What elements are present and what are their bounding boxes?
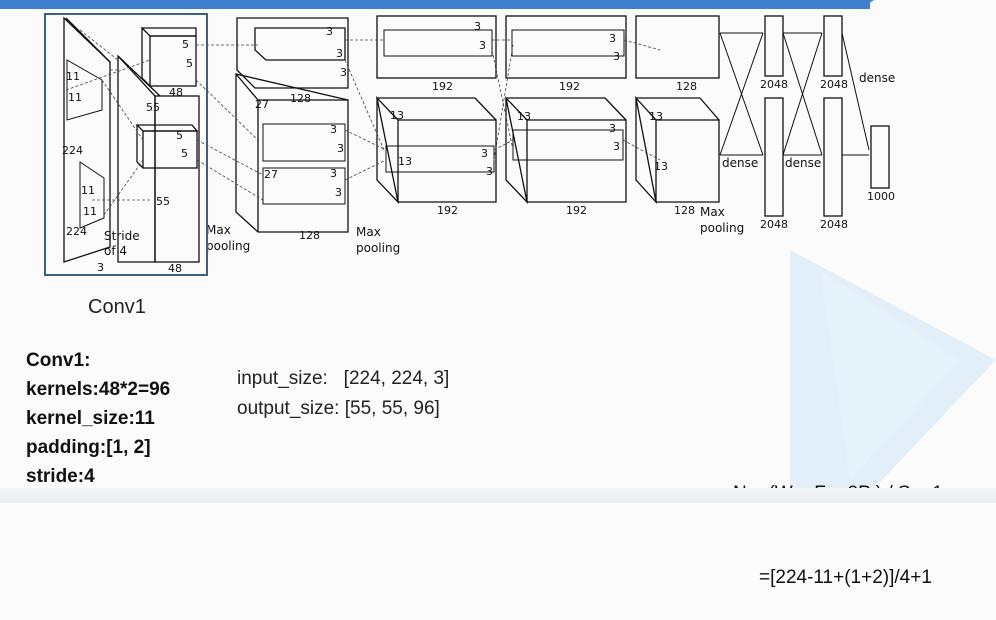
input-kernel-11-top: 11	[66, 70, 80, 83]
formula-line-2: =[224-11+(1+2)]/4+1	[759, 567, 932, 588]
output-size-formula: N = (W − F + 2P ) / S + 1 =[224-11+(1+2)…	[733, 424, 943, 620]
l2-k3f: 3	[330, 167, 337, 180]
l4-k3b: 3	[613, 50, 620, 63]
slide-top-bar-tip	[860, 0, 874, 9]
dense-label-b: dense	[722, 156, 758, 170]
l2-k3g: 3	[335, 186, 342, 199]
input-kernel-box	[66, 59, 103, 121]
l2-128-top: 128	[290, 92, 311, 105]
l3-192-bottom: 192	[437, 204, 458, 217]
size-info: input_size: [224, 224, 3] output_size: […	[237, 364, 449, 424]
decorative-triangle	[790, 250, 996, 503]
input-size: input_size: [224, 224, 3]	[237, 368, 450, 389]
l2-k3d: 3	[330, 123, 337, 136]
dense-2048-d: 2048	[820, 218, 848, 231]
kernel-5-b: 5	[186, 57, 193, 70]
l2-27b: 27	[264, 168, 278, 181]
l4-k3d: 3	[613, 140, 620, 153]
output-layer	[870, 125, 890, 189]
fm-55-mid: 55	[156, 195, 170, 208]
conv1-caption: Conv1	[88, 296, 146, 318]
kernel-5-d: 5	[181, 147, 188, 160]
maxpool-label-1b: pooling	[206, 239, 250, 253]
l2-k3e: 3	[337, 142, 344, 155]
l4-k3a: 3	[609, 32, 616, 45]
input-width-224: 224	[66, 225, 87, 238]
l3-192-top: 192	[432, 80, 453, 93]
fm-48: 48	[168, 262, 182, 275]
layer4-top-block	[505, 15, 627, 79]
slide-top-bar	[0, 0, 870, 9]
layer3-bottom-block	[375, 95, 497, 205]
dense-2048-a: 2048	[760, 78, 788, 91]
maxpool-label-3a: Max	[700, 205, 725, 219]
maxpool-label-1a: Max	[206, 223, 231, 237]
params-heading: Conv1:	[26, 350, 91, 371]
l3-13a: 13	[390, 109, 404, 122]
kernel-48: 48	[169, 86, 183, 99]
input-kernel-box-2	[79, 161, 105, 229]
params-kernel-size: kernel_size:11	[26, 408, 155, 429]
l3-k3d: 3	[486, 165, 493, 178]
l2-128-bottom: 128	[299, 229, 320, 242]
dense-label-a: dense	[859, 71, 895, 85]
dense2-top	[823, 15, 843, 77]
params-kernels: kernels:48*2=96	[26, 379, 171, 400]
dense-2048-c: 2048	[760, 218, 788, 231]
layer2-bottom-block	[235, 73, 349, 233]
maxpool-label-2b: pooling	[356, 241, 400, 255]
dense-2048-b: 2048	[820, 78, 848, 91]
l4-k3c: 3	[609, 122, 616, 135]
l2-27: 27	[255, 98, 269, 111]
layer3-top-block	[376, 15, 497, 79]
l2-k3a: 3	[326, 25, 333, 38]
l5-13a: 13	[649, 110, 663, 123]
layer4-bottom-block	[504, 95, 627, 205]
dense1-top	[764, 15, 784, 77]
l3-k3b: 3	[479, 39, 486, 52]
kernel-11-a: 11	[81, 184, 95, 197]
l2-k3b: 3	[336, 47, 343, 60]
stride-label-1: Stride	[104, 229, 140, 243]
params-stride: stride:4	[26, 466, 95, 487]
dense1-bottom	[764, 97, 784, 217]
stride-label-2: of 4	[104, 244, 127, 258]
l3-k3c: 3	[481, 147, 488, 160]
maxpool-label-2a: Max	[356, 225, 381, 239]
input-kernel-11-mid: 11	[68, 91, 82, 104]
params-padding: padding:[1, 2]	[26, 437, 151, 458]
l4-192-top: 192	[559, 80, 580, 93]
input-height-224: 224	[62, 144, 83, 157]
conv1-params: Conv1: kernels:48*2=96 kernel_size:11 pa…	[26, 346, 170, 491]
layer2-kernel-b	[262, 167, 346, 205]
layer5-bottom-block	[634, 95, 720, 205]
l5-128-bottom: 128	[674, 204, 695, 217]
slide-bottom-strip	[0, 488, 996, 503]
alexnet-architecture-diagram: 11 11 224 224 11 11 Stride of 4 3 55 55 …	[62, 15, 895, 275]
l4-13a: 13	[517, 110, 531, 123]
l3-k3a: 3	[474, 20, 481, 33]
l5-128-top: 128	[676, 80, 697, 93]
layer2-kernel-a	[262, 123, 346, 162]
output-size: output_size: [55, 55, 96]	[237, 398, 440, 419]
output-1000: 1000	[867, 190, 895, 203]
layer5-top-block	[635, 15, 720, 79]
kernel-5-c: 5	[176, 129, 183, 142]
kernel-11-b: 11	[83, 205, 97, 218]
l4-192-bottom: 192	[566, 204, 587, 217]
dense-label-c: dense	[785, 156, 821, 170]
kernel-5-a: 5	[182, 38, 189, 51]
l3-13b: 13	[398, 155, 412, 168]
dense2-bottom	[823, 97, 843, 217]
layer2-top-block	[236, 17, 349, 89]
input-depth-3: 3	[97, 261, 104, 274]
maxpool-label-3b: pooling	[700, 221, 744, 235]
fm-55-top: 55	[146, 101, 160, 114]
l2-k3c: 3	[340, 66, 347, 79]
l5-13b: 13	[654, 160, 668, 173]
conv1-highlight-box	[44, 13, 208, 276]
